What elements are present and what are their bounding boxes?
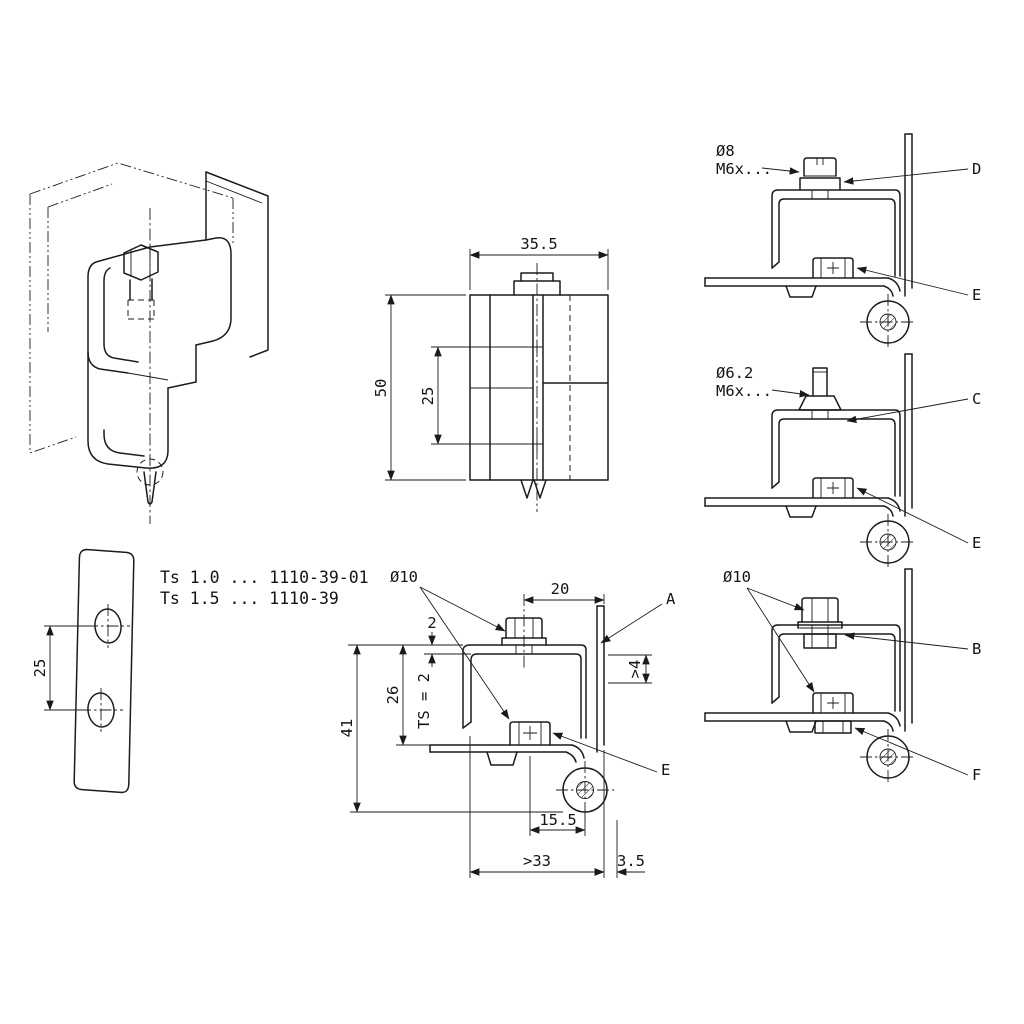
section-ts-note-label: TS = 2: [415, 673, 433, 729]
detail-c-callout-e-label: E: [972, 534, 981, 552]
front-height-label: 50: [372, 379, 390, 398]
part-number-note: Ts 1.0 ... 1110-39-01 Ts 1.5 ... 1110-39: [160, 568, 369, 608]
section-dim-26-label: 26: [384, 686, 402, 705]
front-pitch-label: 25: [419, 387, 437, 406]
section-dia-label: Ø10: [390, 568, 418, 586]
detail-d-callout-e-label: E: [972, 286, 981, 304]
hex-bolt-head-iso: [123, 244, 159, 281]
slotted-screw-head: [803, 157, 837, 177]
hex-nut-under-flange: [803, 633, 837, 649]
detail-d-thread-label: M6x...: [716, 160, 772, 178]
hex-bolt-head-detail: [801, 597, 839, 623]
front-width-label: 35.5: [520, 235, 557, 253]
section-dim-41-label: 41: [338, 719, 356, 738]
section-dim-15-5-label: 15.5: [539, 811, 576, 829]
countersunk-head: [798, 395, 842, 411]
detail-b-dia-label: Ø10: [723, 568, 751, 586]
plate-hole-top: [94, 608, 122, 644]
section-dim-4-label: >4: [626, 660, 644, 679]
plate-hole-bottom: [87, 692, 115, 728]
front-view: 35.5 50 25: [372, 235, 609, 512]
leaf-bolt-head: [509, 721, 551, 746]
section-dim-3-5-label: 3.5: [617, 852, 645, 870]
section-dim-2-label: 2: [427, 614, 436, 632]
detail-d-dia-label: Ø8: [716, 142, 735, 160]
mounting-plate-view: 25: [31, 548, 135, 794]
isometric-view: [29, 162, 269, 524]
detail-view-d: Ø8 M6x... D E: [704, 133, 981, 351]
section-callout-e-label: E: [661, 761, 670, 779]
callout-b-label: B: [972, 640, 981, 658]
plate-pitch-label: 25: [31, 659, 49, 678]
detail-c-dia-label: Ø6.2: [716, 364, 753, 382]
callout-c-label: C: [972, 390, 981, 408]
detail-view-b: Ø10 B F: [704, 568, 981, 786]
detail-view-c: Ø6.2 M6x... C E: [704, 353, 981, 571]
callout-f-label: F: [972, 766, 981, 784]
stud-shank: [812, 367, 828, 397]
callout-a-label: A: [666, 590, 676, 608]
callout-d-label: D: [972, 160, 981, 178]
section-view: 20 A Ø10 2 26 41 TS = 2 >4 15.5: [338, 568, 676, 878]
section-dim-20-label: 20: [551, 580, 570, 598]
part-number-row-1: Ts 1.0 ... 1110-39-01: [160, 568, 369, 587]
detail-c-thread-label: M6x...: [716, 382, 772, 400]
section-dim-33-label: >33: [523, 852, 551, 870]
part-number-row-2: Ts 1.5 ... 1110-39: [160, 589, 339, 608]
hex-nut-under-leaf: [814, 720, 852, 734]
